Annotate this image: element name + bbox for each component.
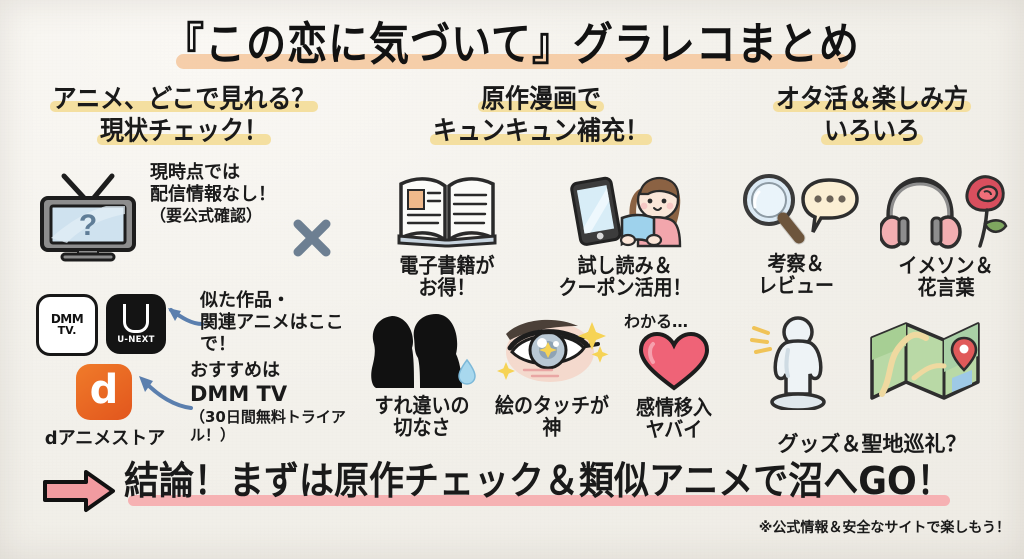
similar-works-note: 似た作品・ 関連アニメはここで！ (200, 290, 358, 356)
heading-highlight-1 (49, 101, 319, 113)
missed-connection-item: すれ違いの 切なさ (362, 308, 482, 441)
tv-text-line1: 現時点では (150, 162, 240, 183)
conclusion-text-area: 結論！まずは原作チェック＆類似アニメで沼へGO！ (124, 455, 952, 506)
danime-recommend-note: おすすめは DMM TV （30日間無料トライアル！） (190, 360, 358, 444)
unext-logo-label: U-NEXT (117, 334, 155, 345)
conclusion-text: 結論！まずは原作チェック＆類似アニメで沼へGO！ (124, 455, 952, 506)
art-style-item: 絵のタッチが 神 (492, 308, 612, 441)
trial-read-item: 試し読み＆ クーポン活用！ (540, 170, 710, 301)
danime-store-label: dアニメストア (44, 428, 166, 449)
page-title: 『この恋に気づいて』グラレコまとめ (164, 19, 860, 71)
heading-text-2: 現状チェック！ (100, 115, 268, 147)
trial-read-label-2: クーポン活用！ (558, 276, 692, 301)
empathy-caption: わかる… (624, 312, 689, 331)
tv-text-line3: （要公式確認） (150, 205, 263, 225)
svg-text:?: ? (79, 209, 97, 242)
arrow-to-danime-icon (139, 376, 193, 410)
ebook-item: 電子書籍が お得！ (362, 170, 532, 301)
title-area: 『この恋に気づいて』グラレコまとめ (0, 8, 1024, 71)
review-label-1: 考察＆ (767, 252, 825, 276)
heading-line-1: オタ活＆楽しみ方 (773, 83, 971, 114)
image-song-label-2: 花言葉 (917, 276, 975, 301)
dmm-tv-logo[interactable]: DMM TV. (36, 294, 98, 356)
heading-text-1: オタ活＆楽しみ方 (776, 83, 968, 114)
heading-text-2: いろいろ (824, 115, 920, 147)
danime-note-line3: （30日間無料トライアル！） (190, 407, 346, 444)
heading-line-1: アニメ、どこで見れる？ (49, 83, 319, 114)
magnifier-speech-icon (743, 174, 859, 245)
unext-u-shape (123, 303, 149, 333)
tv-question-icon: ? (40, 173, 136, 262)
right-arrow-icon (43, 470, 115, 512)
tv-status-text: 現時点では 配信情報なし！ （要公式確認） (150, 162, 300, 225)
fanlife-row-1: 考察＆ レビュー イメソン＆ 花言葉 (726, 170, 1018, 306)
streaming-services-row: DMM TV. U-NEXT 似た作品・ 関連アニメはここで！ (14, 290, 354, 358)
manga-row-1: 電子書籍が お得！ (362, 170, 720, 306)
heading-line-2: 現状チェック！ (97, 115, 271, 147)
girl-reading-phone-icon (570, 176, 682, 248)
heading-highlight-2 (821, 133, 923, 145)
anime-eye-icon (497, 319, 609, 382)
unext-logo[interactable]: U-NEXT (106, 294, 166, 354)
heading-line-2: いろいろ (821, 115, 923, 147)
column-streaming: アニメ、どこで見れる？ 現状チェック！ ? 現時点では 配信情報なし！ （要公式… (14, 83, 354, 449)
empathy-item: わかる… 感情移入 ヤバイ (614, 308, 734, 443)
headphones-rose-icon (878, 175, 1008, 249)
column-streaming-heading: アニメ、どこで見れる？ 現状チェック！ (14, 83, 354, 147)
folded-map-icon (870, 322, 980, 400)
heading-text-2: キュンキュン補充！ (433, 115, 649, 147)
arrow-to-unext-icon (168, 308, 204, 326)
missed-label-2: 切なさ (393, 416, 451, 441)
danime-note-line2: DMM TV (190, 381, 288, 406)
dmm-logo-bottom: TV. (57, 323, 77, 337)
empathy-label-1: 感情移入 (635, 396, 712, 420)
figure-statue-icon (750, 316, 826, 410)
heart-icon (638, 331, 710, 391)
fanlife-row-2 (726, 310, 1018, 460)
heading-highlight-2 (430, 133, 652, 145)
heading-highlight-1 (773, 101, 971, 113)
open-book-icon (397, 177, 497, 248)
columns-container: アニメ、どこで見れる？ 現状チェック！ ? 現時点では 配信情報なし！ （要公式… (0, 83, 1024, 461)
manga-row-2: すれ違いの 切なさ (362, 308, 720, 458)
heading-text-1: 原作漫画で (481, 83, 601, 114)
dmm-logo-top: DMM (50, 311, 84, 326)
review-label-2: レビュー (757, 274, 834, 299)
image-song-item: イメソン＆ 花言葉 (876, 170, 1016, 301)
footer-note: ※公式情報＆安全なサイトで楽しもう！ (758, 520, 1010, 536)
image-song-label-1: イメソン＆ (898, 254, 994, 278)
heading-text-1: アニメ、どこで見れる？ (52, 83, 316, 114)
conclusion-highlight-bar (128, 495, 950, 506)
art-style-label-1: 絵のタッチが (494, 394, 609, 418)
ebook-label-1: 電子書籍が (399, 254, 495, 278)
missed-label-1: すれ違いの (374, 394, 470, 418)
footer-conclusion: 結論！まずは原作チェック＆類似アニメで沼へGO！ ※公式情報＆安全なサイトで楽し… (0, 460, 1024, 553)
ebook-label-2: お得！ (418, 276, 476, 301)
review-item: 考察＆ レビュー (726, 170, 866, 299)
art-style-label-2: 神 (542, 416, 562, 441)
heading-highlight-1 (478, 101, 604, 113)
similar-note-line1: 似た作品・ (200, 290, 290, 311)
goods-pilgrimage-label: グッズ＆聖地巡礼？ (777, 432, 967, 456)
similar-note-line2: 関連アニメはここで！ (200, 311, 344, 355)
conclusion-label: 結論！まずは原作チェック＆類似アニメで沼へGO！ (124, 459, 952, 504)
heading-line-2: キュンキュン補充！ (430, 115, 652, 147)
column-fanlife: オタ活＆楽しみ方 いろいろ 考察＆ (726, 83, 1018, 456)
danime-note-line1: おすすめは (190, 360, 280, 381)
heading-line-1: 原作漫画で (478, 83, 604, 114)
tv-text-line2: 配信情報なし！ (150, 183, 276, 205)
couple-silhouette-icon (371, 314, 476, 388)
x-mark-icon (293, 219, 331, 257)
empathy-label-2: ヤバイ (645, 418, 703, 443)
tv-status-row: ? 現時点では 配信情報なし！ （要公式確認） (20, 162, 354, 272)
column-manga: 原作漫画で キュンキュン補充！ 電子書籍が お得！ (362, 83, 720, 442)
column-manga-heading: 原作漫画で キュンキュン補充！ (362, 83, 720, 147)
danime-row: d dアニメストア おすすめは DMM TV （30日間無料トライアル！） (14, 360, 354, 460)
danime-store-logo[interactable]: d (76, 364, 132, 420)
trial-read-label-1: 試し読み＆ (577, 254, 673, 278)
title-highlight-bar (176, 54, 848, 69)
danime-logo-letter: d (89, 367, 119, 413)
heading-highlight-2 (97, 133, 271, 145)
column-fanlife-heading: オタ活＆楽しみ方 いろいろ (726, 83, 1018, 147)
